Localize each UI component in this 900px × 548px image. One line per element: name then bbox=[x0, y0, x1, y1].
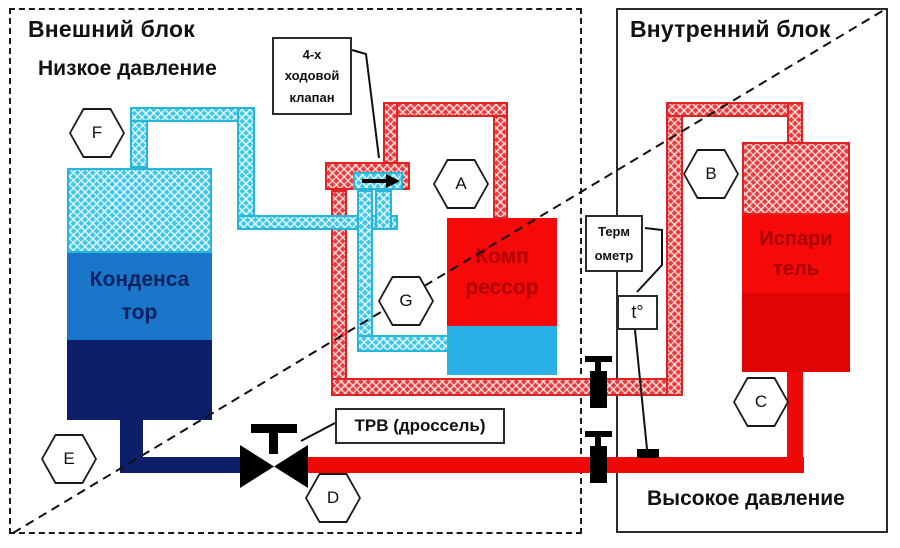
pipe-liquid-condenser-outlet bbox=[120, 420, 143, 460]
pipe-liquid-cold bbox=[120, 457, 243, 473]
service-valve-liquid-handle bbox=[585, 431, 612, 437]
four-way-valve-insert bbox=[353, 172, 403, 190]
hexagon-marker-e: E bbox=[41, 434, 97, 484]
high-pressure-label: Высокое давление bbox=[647, 487, 845, 510]
evaporator-gas-zone bbox=[742, 142, 850, 215]
pipe-hot-gas-compressor-riser bbox=[493, 102, 508, 219]
evaporator-liquid-zone bbox=[742, 293, 850, 372]
trv-valve-icon bbox=[240, 424, 308, 488]
service-valve-liquid-stem bbox=[595, 436, 601, 447]
trv-label: ТРВ (дроссель) bbox=[335, 408, 505, 444]
pipe-cold-gas-suction-drop bbox=[357, 190, 373, 352]
pipe-cold-gas-suction bbox=[357, 335, 449, 352]
four-way-valve-label: 4-х ходовой клапан bbox=[272, 37, 352, 115]
low-pressure-label: Низкое давление bbox=[38, 57, 217, 80]
service-valve-liquid-body bbox=[590, 446, 607, 483]
pipe-hot-gas-evaporator-drop bbox=[787, 102, 803, 144]
thermometer-label: Терм ометр bbox=[585, 215, 643, 272]
hexagon-marker-a: A bbox=[433, 159, 489, 209]
service-valve-gas-body bbox=[590, 371, 607, 408]
temperature-sensor bbox=[637, 449, 659, 458]
compressor-block: Комп рессор bbox=[447, 218, 557, 375]
pipe-hot-gas-indoor-top bbox=[666, 102, 803, 117]
condenser-block: Конденса тор bbox=[67, 168, 212, 420]
compressor-label: Комп рессор bbox=[447, 218, 557, 326]
evaporator-block: Испари тель bbox=[742, 142, 850, 372]
indoor-unit-title: Внутренний блок bbox=[630, 16, 831, 42]
pipe-hot-gas-bottom bbox=[331, 378, 678, 396]
pipe-liquid-hot bbox=[303, 457, 804, 473]
temperature-sensor-label: t° bbox=[617, 295, 658, 330]
condenser-liquid-zone bbox=[67, 340, 212, 420]
hexagon-marker-g: G bbox=[378, 276, 434, 326]
pipe-cold-gas-downcomer bbox=[237, 107, 255, 230]
pipe-hot-gas-top bbox=[383, 102, 508, 117]
condenser-label: Конденса тор bbox=[67, 253, 212, 340]
pipe-hot-gas-valve-stub bbox=[383, 102, 398, 164]
outdoor-unit-title: Внешний блок bbox=[28, 16, 195, 42]
pipe-cold-gas-to-valve bbox=[237, 215, 398, 230]
compressor-suction-zone bbox=[447, 326, 557, 375]
service-valve-gas-stem bbox=[595, 361, 601, 372]
evaporator-label: Испари тель bbox=[742, 215, 850, 293]
pipe-hot-gas-indoor-riser bbox=[666, 102, 683, 396]
pipe-liquid-evaporator-outlet bbox=[787, 372, 803, 459]
service-valve-gas-handle bbox=[585, 356, 612, 362]
condenser-gas-zone bbox=[67, 168, 212, 253]
hexagon-marker-f: F bbox=[69, 108, 125, 158]
pipe-cold-gas-valve-stub bbox=[375, 190, 392, 230]
